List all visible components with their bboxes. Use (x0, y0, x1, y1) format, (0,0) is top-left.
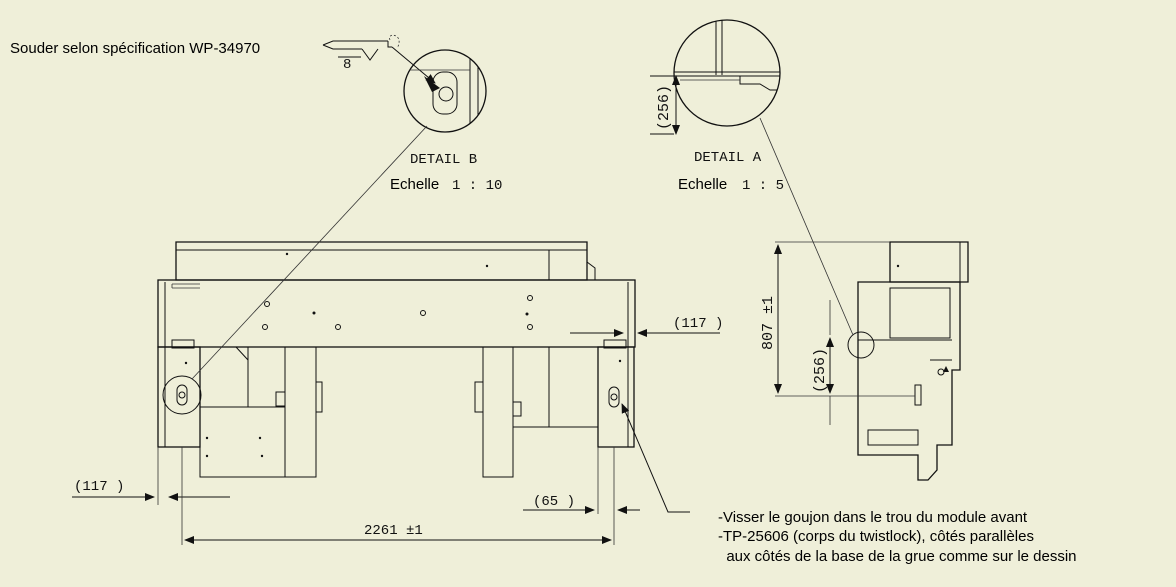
detail-a-scale-word: Echelle (678, 176, 727, 193)
dim-right-117: (117 ) (673, 316, 723, 332)
front-view (157, 125, 636, 478)
detail-b-scale: 1 : 10 (452, 178, 502, 194)
detail-a-title: DETAIL A (694, 150, 762, 166)
note-line-2: -TP-25606 (corps du twistlock), côtés pa… (718, 528, 1034, 545)
weld-note-group: Souder selon spécification WP-34970 8 (10, 34, 436, 84)
detail-b-scale-word: Echelle (390, 176, 439, 193)
detail-b-title: DETAIL B (410, 152, 477, 168)
weld-note: Souder selon spécification WP-34970 (10, 40, 260, 57)
note-line-1: -Visser le goujon dans le trou du module… (718, 509, 1028, 526)
notes-block: -Visser le goujon dans le trou du module… (718, 509, 1077, 565)
note-line-3: aux côtés de la base de la grue comme su… (718, 548, 1077, 565)
weld-symbol-size: 8 (343, 57, 351, 73)
detail-a-dim-256: (256) (656, 85, 673, 130)
detail-a-view: (256) DETAIL A Echelle 1 : 5 (650, 19, 784, 194)
dim-65: (65 ) (533, 494, 575, 510)
weld-symbol: 8 (322, 34, 400, 73)
detail-b-view: DETAIL B Echelle 1 : 10 (390, 49, 502, 194)
detail-a-scale: 1 : 5 (742, 178, 784, 194)
front-dimensions: (117 ) (117 ) (65 ) 2261 ±1 (72, 316, 723, 545)
side-view: 807 ±1 (256) (759, 117, 969, 481)
dim-side-256: (256) (812, 348, 829, 393)
dim-left-117: (117 ) (74, 479, 124, 495)
dim-807: 807 ±1 (760, 296, 777, 350)
dim-overall-width: 2261 ±1 (364, 523, 423, 539)
